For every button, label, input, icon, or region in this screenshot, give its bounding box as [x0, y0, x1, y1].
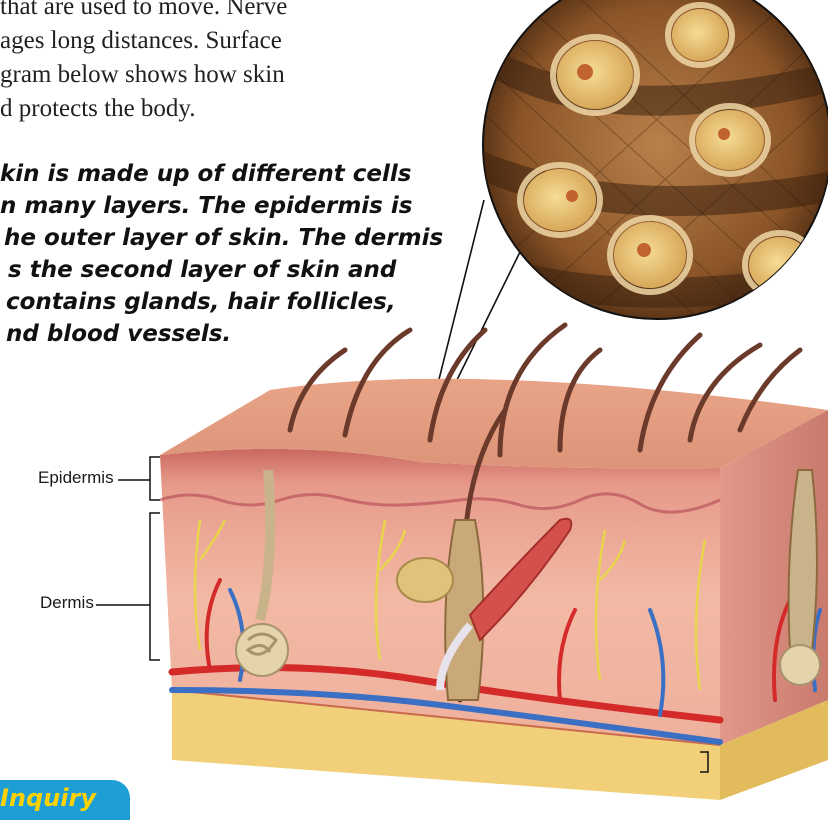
skin-block: [160, 325, 828, 800]
inquiry-badge: Inquiry: [0, 780, 130, 820]
magnified-tissue-circle: [480, 0, 828, 340]
dermis-label: Dermis: [40, 593, 94, 613]
epidermis-label: Epidermis: [38, 468, 114, 488]
inquiry-label: Inquiry: [0, 784, 96, 812]
